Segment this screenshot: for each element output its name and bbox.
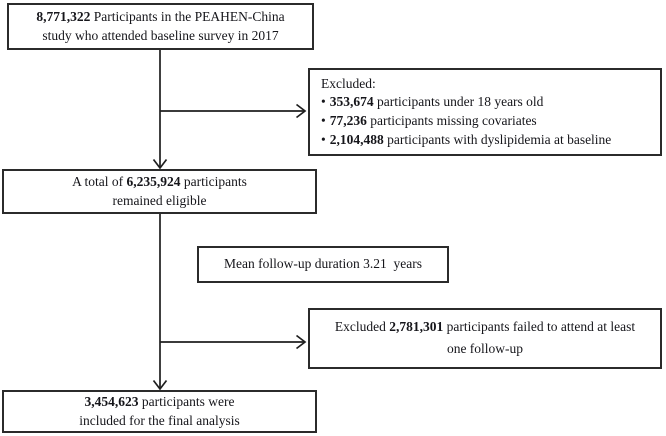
arrowhead-down-1 [152, 158, 168, 170]
bullet-icon: • [321, 113, 326, 128]
bullet-icon: • [321, 94, 326, 110]
eligible-line1: A total of 6,235,924 participants [72, 173, 247, 189]
exclusion1-count-3: 2,104,488 [329, 131, 384, 147]
exclusion2-line2: one follow-up [446, 341, 524, 357]
eligible-line2: remained eligible [112, 192, 207, 208]
arrowhead-down-2 [152, 379, 168, 391]
baseline-line1: 8,771,322 Participants in the PEAHEN-Chi… [36, 8, 285, 24]
exclusion-box-2: Excluded 2,781,301 participants failed t… [308, 308, 662, 369]
followup-text: Mean follow-up duration 3.21 years [224, 256, 422, 272]
exclusion1-item-2: •77,236 participants missing covariates [321, 113, 537, 128]
final-count: 3,454,623 [84, 393, 139, 409]
followup-duration-box: Mean follow-up duration 3.21 years [197, 246, 449, 283]
exclusion1-title: Excluded: [321, 75, 376, 91]
exclusion2-count: 2,781,301 [389, 318, 444, 334]
eligible-box: A total of 6,235,924 participants remain… [2, 169, 317, 214]
exclusion1-item-3: •2,104,488 participants with dyslipidemi… [321, 131, 612, 147]
baseline-box: 8,771,322 Participants in the PEAHEN-Chi… [7, 3, 314, 50]
arrowhead-right-2 [295, 334, 307, 350]
bullet-icon: • [321, 131, 326, 147]
arrowhead-right-1 [295, 103, 307, 119]
final-line2: included for the final analysis [79, 412, 240, 428]
exclusion1-item-1: •353,674 participants under 18 years old [321, 94, 544, 110]
baseline-count: 8,771,322 [36, 8, 91, 24]
eligible-count: 6,235,924 [126, 173, 181, 189]
baseline-line2: study who attended baseline survey in 20… [42, 27, 279, 43]
final-analysis-box: 3,454,623 participants were included for… [2, 390, 317, 433]
exclusion1-count-1: 353,674 [329, 94, 374, 110]
final-line1: 3,454,623 participants were [84, 393, 235, 409]
exclusion2-line1: Excluded 2,781,301 participants failed t… [334, 318, 636, 334]
exclusion-box-1: Excluded: •353,674 participants under 18… [308, 68, 662, 156]
exclusion1-count-2: 77,236 [329, 113, 367, 128]
